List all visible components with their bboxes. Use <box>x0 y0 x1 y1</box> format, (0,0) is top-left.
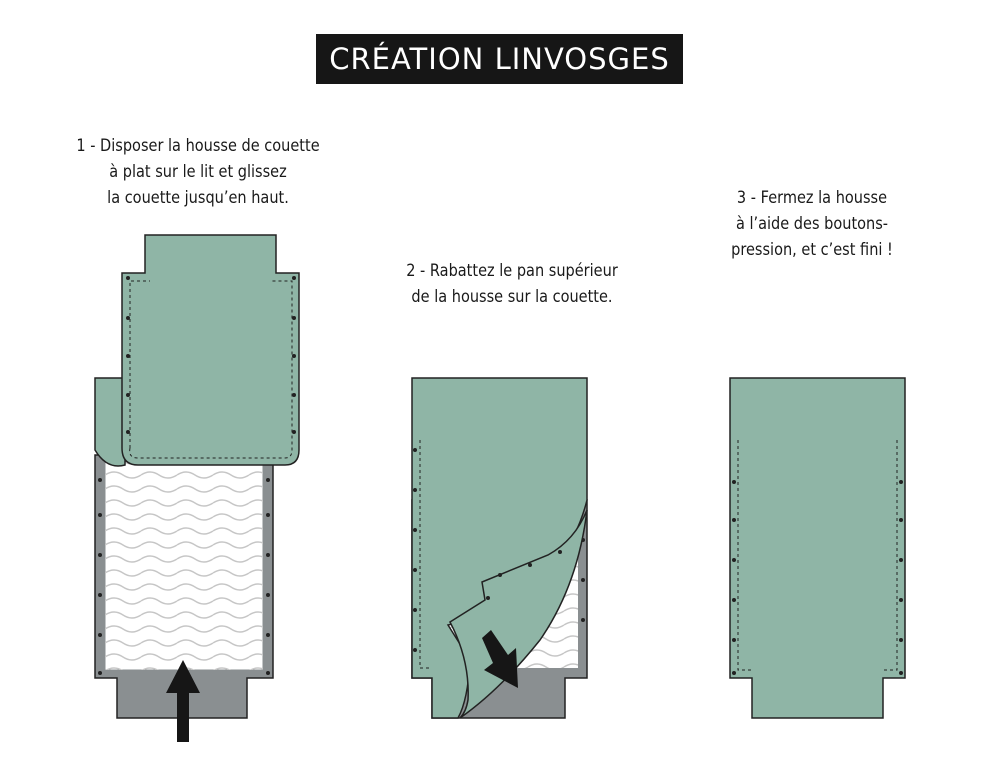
step-3-instructions: 3 - Fermez la housse à l’aide des bouton… <box>680 185 944 263</box>
step-2-line-1: 2 - Rabattez le pan supérieur <box>406 261 618 280</box>
page-title: CRÉATION LINVOSGES <box>316 34 683 84</box>
step-3-line-1: 3 - Fermez la housse <box>736 188 888 207</box>
snap-buttons-top <box>126 276 296 434</box>
snap-buttons-left <box>98 478 270 675</box>
step-1-line-2: à plat sur le lit et glissez <box>109 162 287 181</box>
snap-buttons-flap <box>486 550 562 600</box>
cover-folded-flap <box>449 509 588 719</box>
cover-closed <box>729 377 906 719</box>
step-1-line-3: la couette jusqu’en haut. <box>107 188 289 207</box>
duvet-pattern <box>105 462 263 670</box>
page-title-text: CRÉATION LINVOSGES <box>329 42 670 76</box>
step-3-line-3: pression, et c’est fini ! <box>731 240 893 259</box>
step-1-instructions: 1 - Disposer la housse de couette à plat… <box>66 133 330 211</box>
down-arrow-icon <box>482 630 518 688</box>
snap-buttons-side <box>413 448 585 652</box>
cover-top-flap <box>121 234 300 466</box>
step-2-illustration <box>411 377 588 719</box>
cover-side-fold <box>94 377 126 467</box>
step-3-illustration <box>729 377 906 719</box>
step-2-instructions: 2 - Rabattez le pan supérieur de la hous… <box>380 258 644 310</box>
up-arrow-icon <box>166 660 200 742</box>
step-1-line-1: 1 - Disposer la housse de couette <box>76 136 320 155</box>
step-2-line-2: de la housse sur la couette. <box>411 287 613 306</box>
step-1-illustration <box>94 234 300 742</box>
snap-buttons-closed <box>732 480 903 675</box>
step-3-line-2: à l’aide des boutons- <box>735 214 889 233</box>
